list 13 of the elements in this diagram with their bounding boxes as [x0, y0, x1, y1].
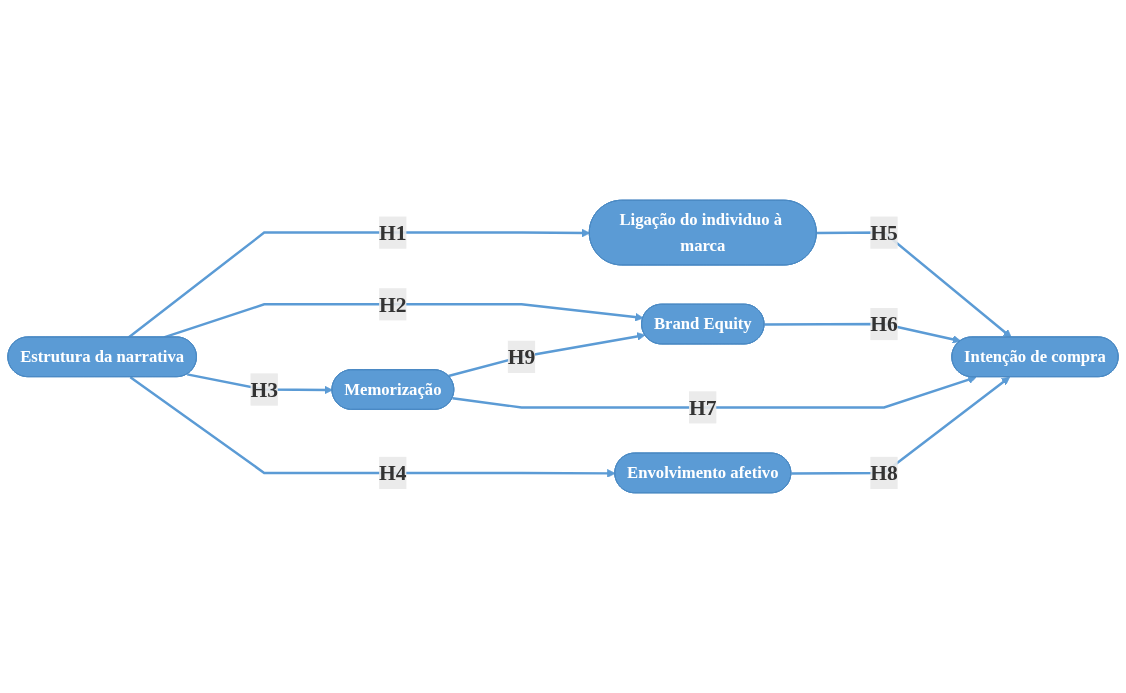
edge-label: H3 [250, 377, 278, 402]
edge-label: H8 [870, 460, 898, 486]
edge-label: H5 [870, 220, 898, 245]
edge-label: H1 [379, 220, 407, 245]
arrow [448, 332, 646, 378]
arrow [791, 376, 1011, 475]
edge-label: H9 [507, 344, 536, 370]
edge-label: H7 [689, 395, 717, 420]
arrow [129, 376, 616, 478]
edge-label: H6 [870, 311, 898, 337]
edge-label: H2 [379, 292, 407, 317]
arrow [452, 375, 977, 409]
edge-label: H4 [379, 460, 407, 486]
